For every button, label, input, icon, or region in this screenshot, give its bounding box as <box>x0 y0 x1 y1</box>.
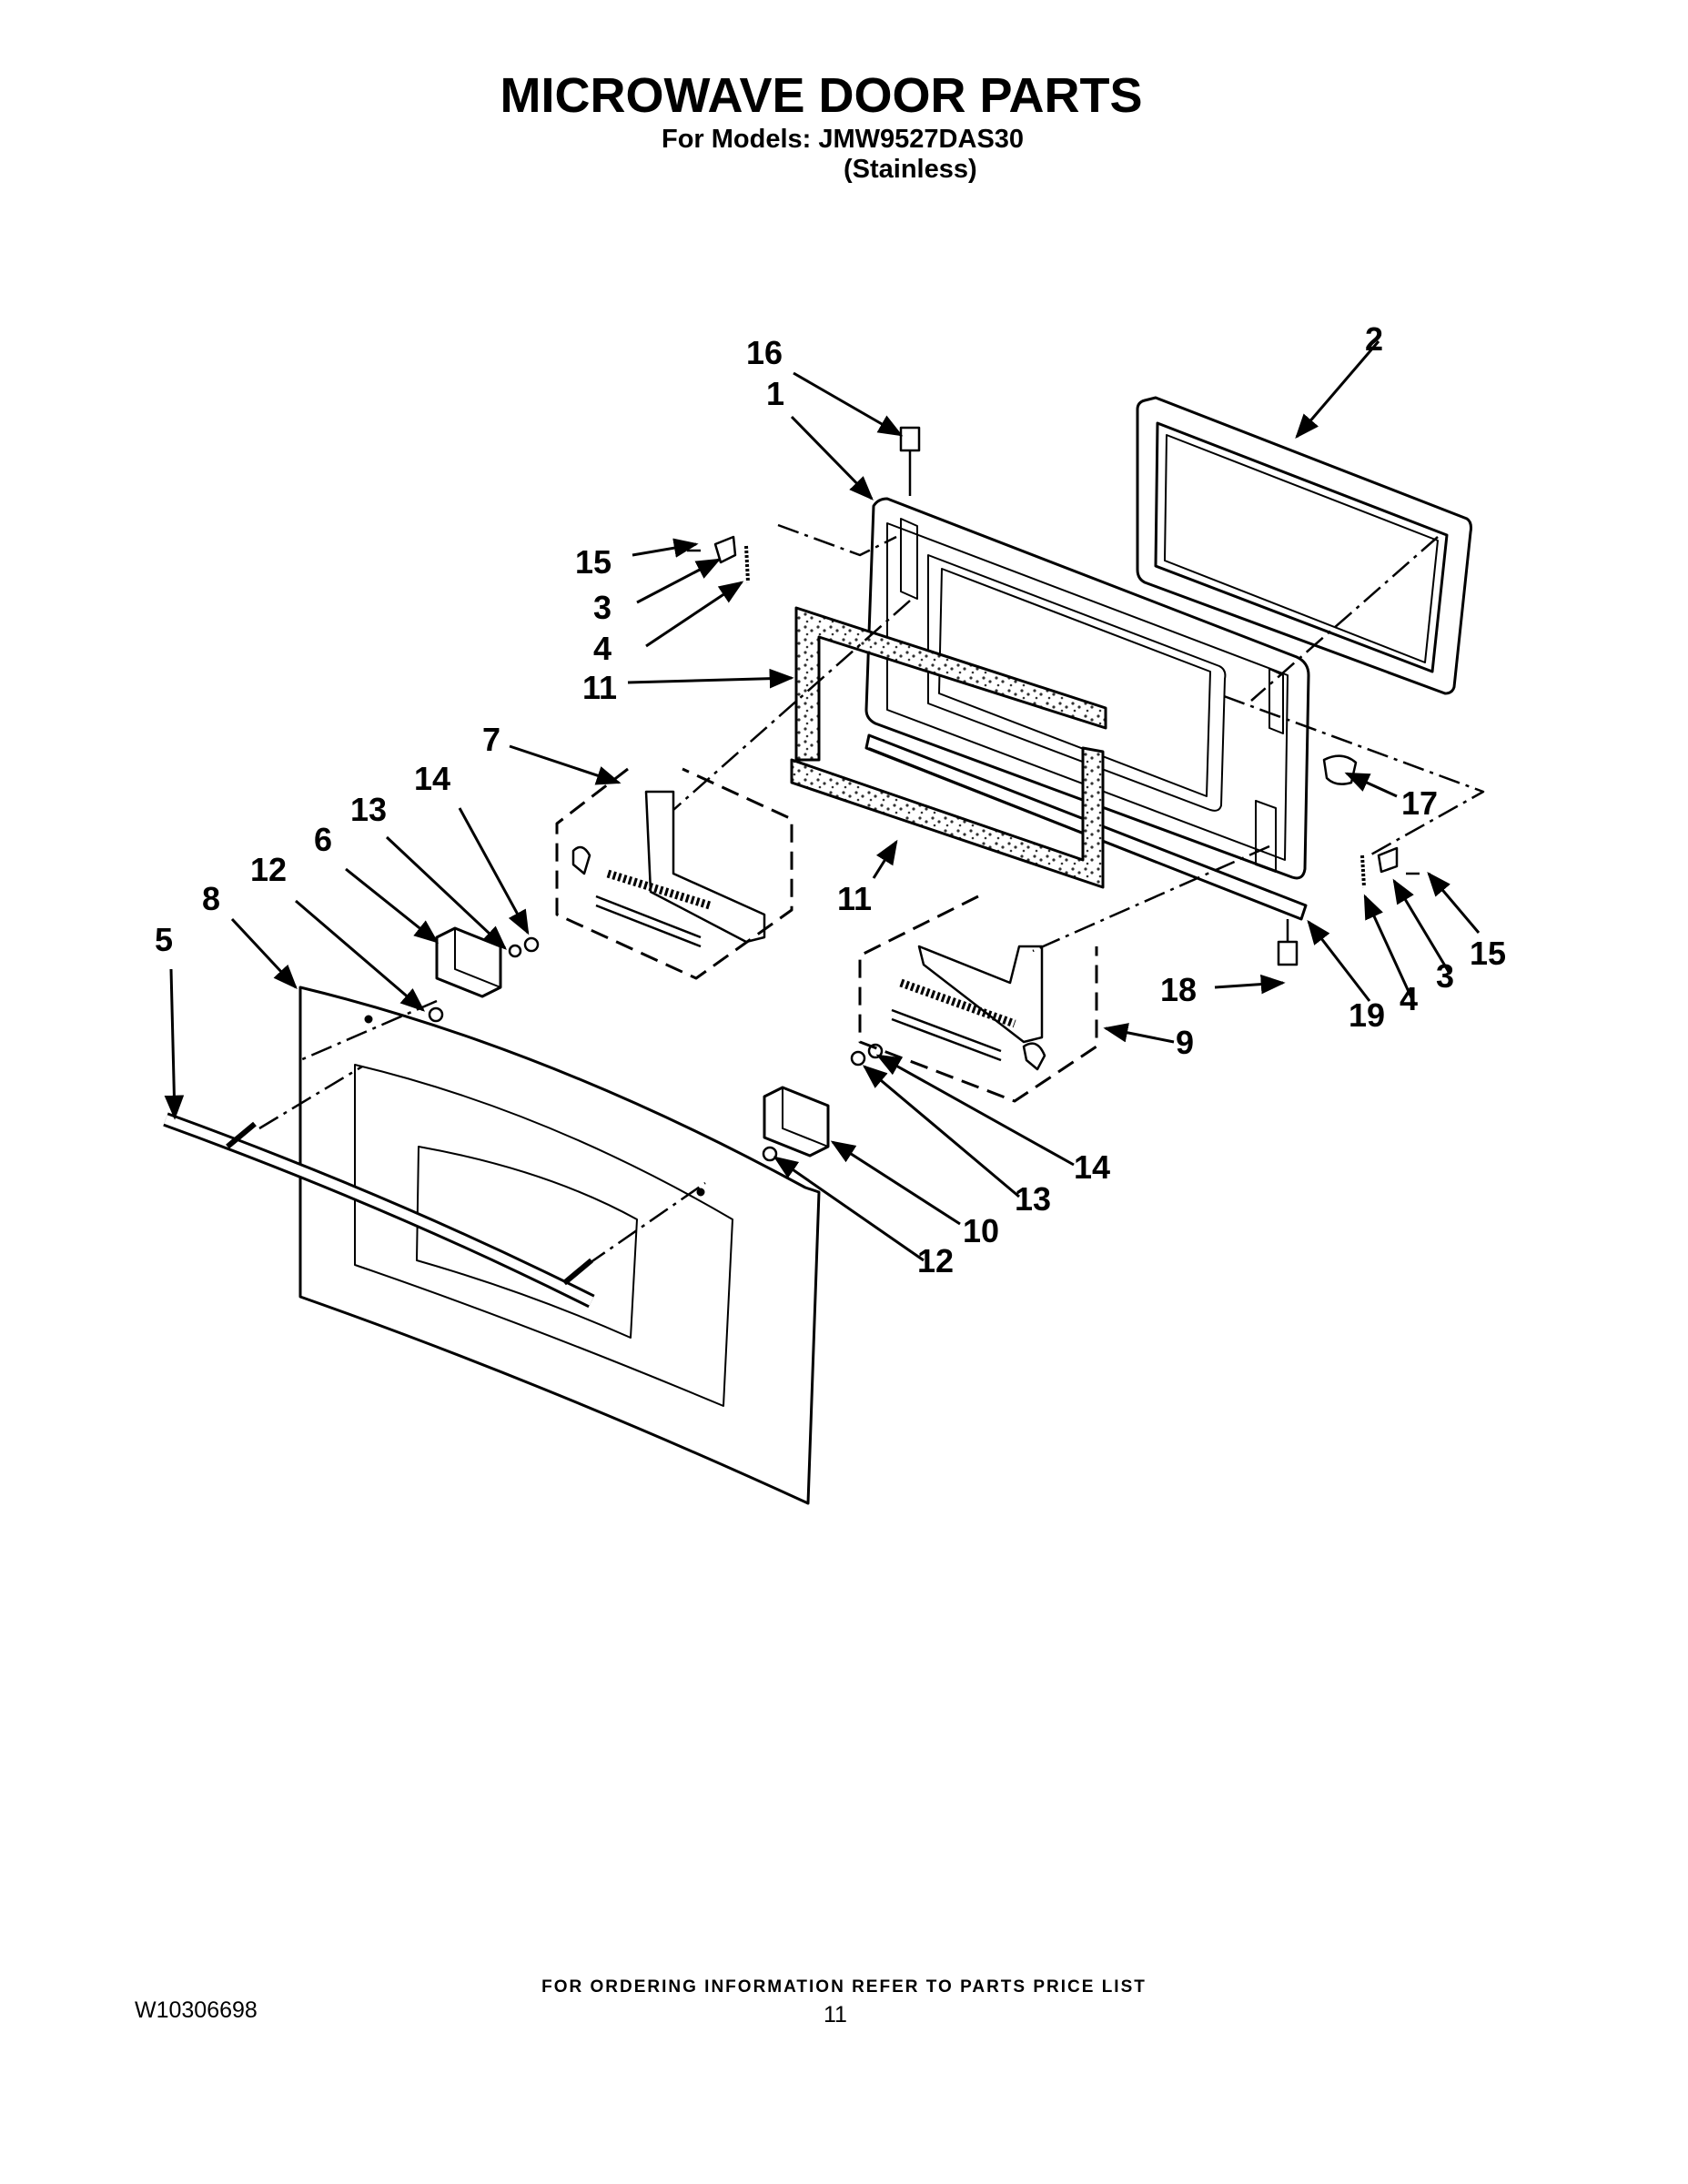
callout-14-right: 14 <box>1074 1148 1110 1186</box>
part-11-gaskets <box>790 606 1107 889</box>
callout-numbers: 16 1 2 15 3 4 11 7 14 13 6 12 8 5 11 17 … <box>155 320 1506 1279</box>
part-8-outer-door-panel <box>298 986 821 1505</box>
callout-9: 9 <box>1176 1024 1194 1061</box>
callout-15-left: 15 <box>575 543 612 581</box>
callout-7: 7 <box>482 721 500 758</box>
page-title: MICROWAVE DOOR PARTS <box>500 68 1143 123</box>
callout-11-top: 11 <box>582 669 617 706</box>
ordering-note: FOR ORDERING INFORMATION REFER TO PARTS … <box>541 1977 1147 1997</box>
assembly-lines <box>258 523 1485 1267</box>
callout-3-left: 3 <box>593 589 612 626</box>
part-10-bracket <box>763 1086 830 1158</box>
callout-4-right: 4 <box>1400 980 1418 1017</box>
callout-14-left: 14 <box>414 760 450 797</box>
callout-13-right: 13 <box>1015 1180 1051 1218</box>
hardware-pieces <box>428 426 1420 1162</box>
finish-line: (Stainless) <box>844 155 977 184</box>
callout-12-right: 12 <box>917 1242 954 1279</box>
callout-10: 10 <box>963 1212 999 1249</box>
callout-6: 6 <box>314 821 332 858</box>
callout-19: 19 <box>1349 996 1385 1034</box>
part-7-left-hinge-assembly <box>555 767 793 980</box>
document-number: W10306698 <box>135 1997 258 2023</box>
part-1-inner-door <box>864 497 1310 880</box>
callout-5: 5 <box>155 921 173 958</box>
callout-13-left: 13 <box>350 791 387 828</box>
callout-17: 17 <box>1401 784 1438 822</box>
models-line: For Models: JMW9527DAS30 <box>662 125 1025 154</box>
callout-16: 16 <box>746 334 783 371</box>
callout-2: 2 <box>1365 320 1383 358</box>
callout-11-bottom: 11 <box>837 880 872 917</box>
callout-3-right: 3 <box>1436 957 1454 995</box>
callout-8: 8 <box>202 880 220 917</box>
part-6-bracket <box>435 926 502 998</box>
callout-leaders <box>164 340 1481 1262</box>
part-5-handle <box>163 1112 595 1309</box>
callout-18: 18 <box>1160 971 1197 1008</box>
callout-1: 1 <box>766 375 784 412</box>
callout-15-right: 15 <box>1470 935 1506 972</box>
callout-12-left: 12 <box>250 851 287 888</box>
page-number: 11 <box>824 2002 847 2027</box>
callout-4-left: 4 <box>593 630 612 667</box>
part-2-choke-frame <box>1136 396 1472 695</box>
part-9-right-hinge-assembly <box>858 895 1098 1103</box>
